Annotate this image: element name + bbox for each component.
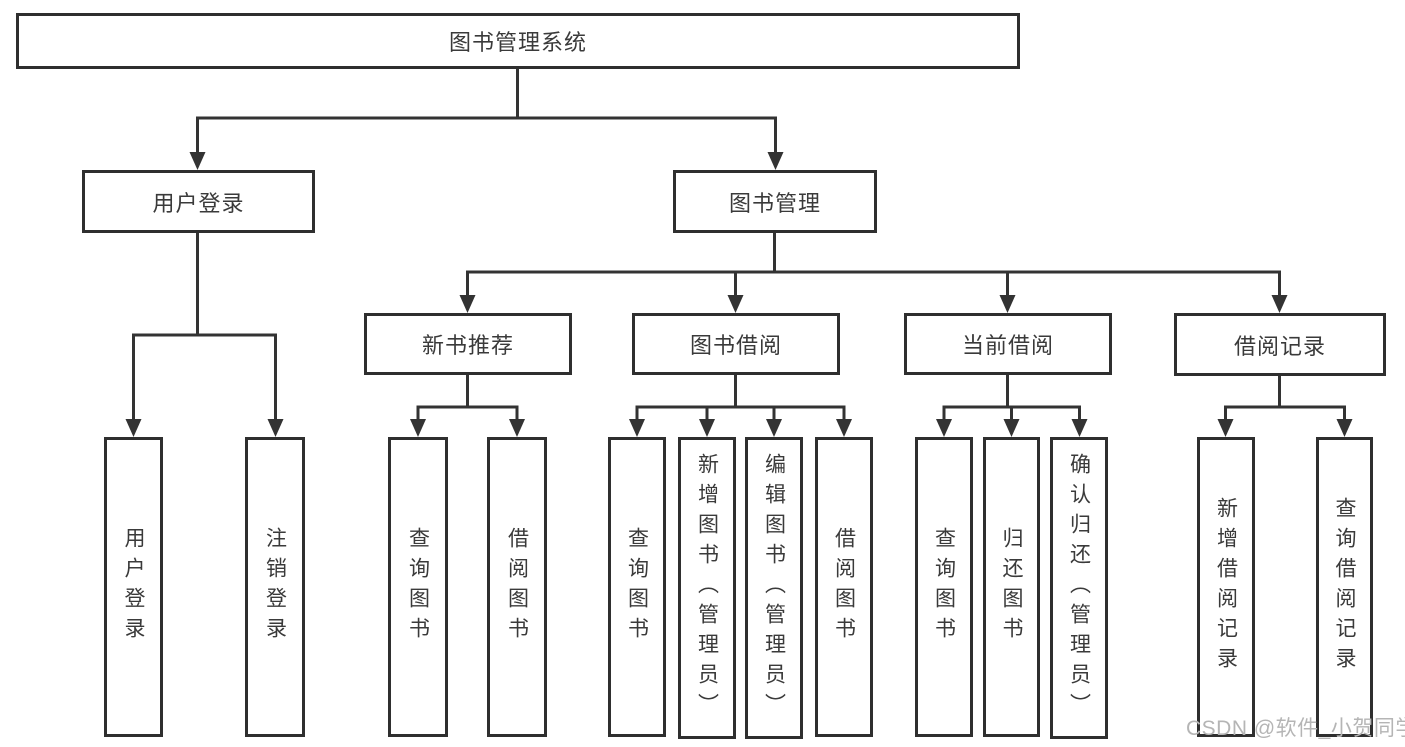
node-book-borrow: 图书借阅 bbox=[632, 313, 840, 375]
arrowhead bbox=[999, 295, 1016, 313]
node-new-book-recommend: 新书推荐 bbox=[364, 313, 572, 375]
node-label: 图书借阅 bbox=[689, 333, 782, 358]
leaf-query-books-borrow: 查询图书 bbox=[608, 437, 666, 737]
arrowhead bbox=[509, 419, 525, 437]
csdn-watermark: CSDN @软件_小贺同学 bbox=[1186, 717, 1405, 740]
node-label: 用户登录 bbox=[122, 527, 145, 647]
connector-borrow-records-to-leaves bbox=[1224, 375, 1346, 420]
arrowhead bbox=[1336, 419, 1353, 437]
node-root: 图书管理系统 bbox=[16, 13, 1020, 69]
leaf-query-books-current: 查询图书 bbox=[915, 437, 973, 737]
arrowhead bbox=[267, 419, 284, 437]
leaf-confirm-return-admin: 确认归还（管理员） bbox=[1050, 437, 1108, 739]
leaf-borrow-books-borrow: 借阅图书 bbox=[815, 437, 873, 737]
leaf-return-book: 归还图书 bbox=[983, 437, 1040, 737]
node-label: 借阅图书 bbox=[505, 527, 529, 647]
arrowhead bbox=[629, 419, 645, 437]
connector-new-book-to-leaves bbox=[416, 375, 519, 420]
arrowhead bbox=[766, 419, 782, 437]
node-label: 图书管理 bbox=[728, 190, 821, 216]
arrowhead bbox=[125, 419, 142, 437]
arrowhead bbox=[699, 419, 715, 437]
leaf-edit-book-admin: 编辑图书（管理员） bbox=[745, 437, 803, 739]
arrowhead bbox=[836, 419, 852, 437]
node-label: 图书管理系统 bbox=[448, 30, 587, 55]
leaf-add-borrow-record: 新增借阅记录 bbox=[1197, 437, 1255, 737]
node-label: 归还图书 bbox=[1000, 527, 1023, 647]
node-label: 查询图书 bbox=[625, 527, 649, 647]
node-label: 确认归还（管理员） bbox=[1067, 453, 1091, 723]
arrowhead bbox=[936, 419, 952, 437]
leaf-query-borrow-record: 查询借阅记录 bbox=[1316, 437, 1373, 737]
arrowhead bbox=[1217, 419, 1234, 437]
arrowhead bbox=[767, 152, 784, 170]
arrowhead bbox=[410, 419, 426, 437]
connector-book-borrow-to-leaves bbox=[635, 375, 846, 420]
node-label: 查询借阅记录 bbox=[1333, 497, 1356, 677]
node-label: 新增图书（管理员） bbox=[695, 453, 719, 723]
connector-book-management-to-level3 bbox=[466, 233, 1281, 296]
node-label: 借阅记录 bbox=[1233, 333, 1326, 359]
arrowhead bbox=[459, 295, 476, 313]
node-book-management: 图书管理 bbox=[673, 170, 877, 233]
node-label: 新书推荐 bbox=[421, 333, 514, 358]
connector-user-login-to-leaves bbox=[132, 233, 277, 420]
node-label: 新增借阅记录 bbox=[1214, 497, 1238, 677]
arrowhead bbox=[727, 295, 744, 313]
arrowhead bbox=[1003, 419, 1020, 437]
node-borrow-records: 借阅记录 bbox=[1174, 313, 1386, 376]
node-user-login: 用户登录 bbox=[82, 170, 315, 233]
node-label: 编辑图书（管理员） bbox=[762, 453, 786, 723]
arrowhead bbox=[1271, 295, 1288, 313]
arrowhead bbox=[1071, 419, 1088, 437]
leaf-user-login: 用户登录 bbox=[104, 437, 163, 737]
node-label: 借阅图书 bbox=[832, 527, 856, 647]
node-label: 查询图书 bbox=[406, 527, 430, 647]
node-current-borrow: 当前借阅 bbox=[904, 313, 1112, 375]
leaf-logout: 注销登录 bbox=[245, 437, 305, 737]
node-label: 注销登录 bbox=[263, 527, 287, 647]
node-label: 查询图书 bbox=[932, 527, 956, 647]
arrowhead bbox=[189, 152, 206, 170]
leaf-query-books-recommend: 查询图书 bbox=[388, 437, 448, 737]
connector-root-to-level2 bbox=[196, 69, 777, 153]
leaf-borrow-books-recommend: 借阅图书 bbox=[487, 437, 547, 737]
node-label: 当前借阅 bbox=[961, 333, 1054, 358]
node-label: 用户登录 bbox=[152, 190, 245, 216]
leaf-add-book-admin: 新增图书（管理员） bbox=[678, 437, 736, 739]
connector-current-borrow-to-leaves bbox=[942, 375, 1081, 420]
